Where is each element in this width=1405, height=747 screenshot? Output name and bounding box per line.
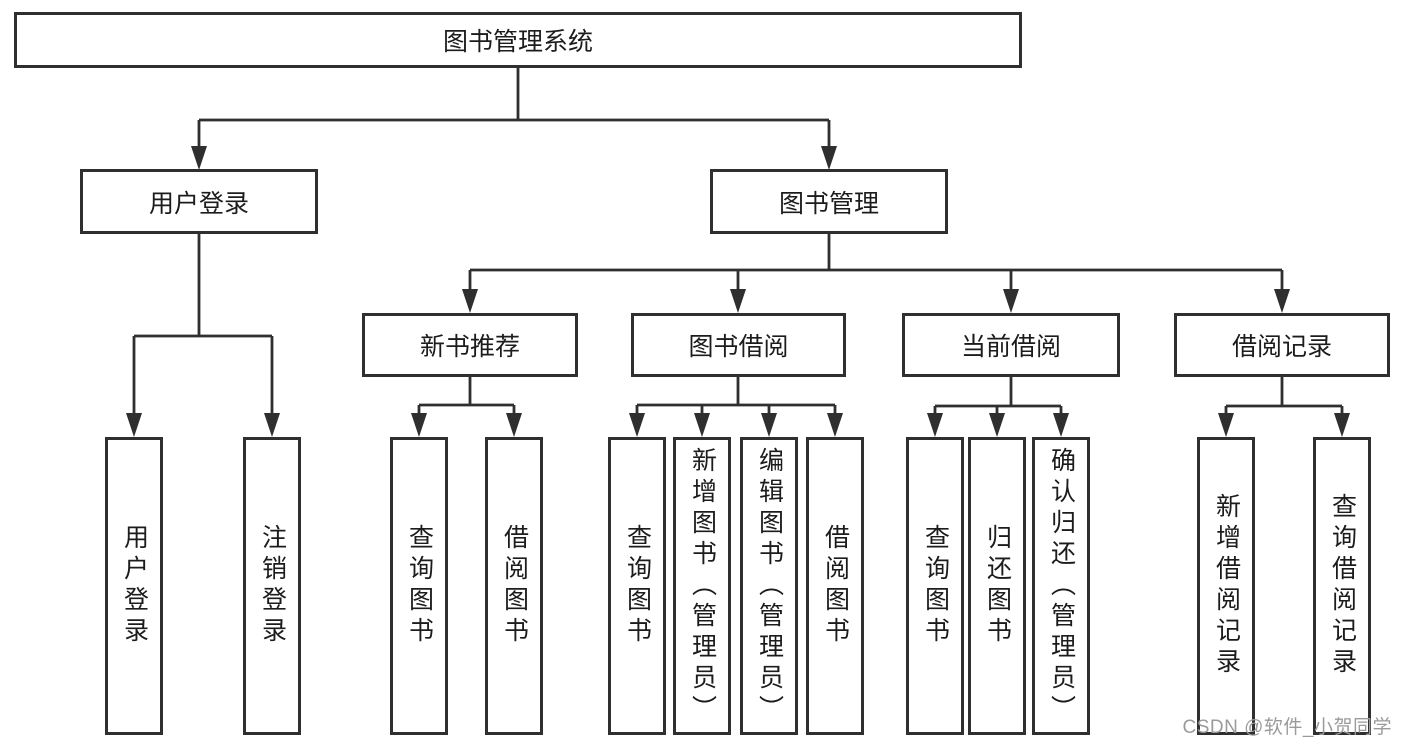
leaf-label: 用户登录 <box>120 524 149 648</box>
leaf-query-borrow-record: 查询借阅记录 <box>1313 437 1371 735</box>
arrowhead-icon <box>694 413 710 437</box>
node-book-management: 图书管理 <box>710 169 948 234</box>
leaf-query-books: 查询图书 <box>906 437 964 735</box>
leaf-label: 注销登录 <box>258 524 287 648</box>
leaf-user-login: 用户登录 <box>105 437 163 735</box>
leaf-label: 查询图书 <box>921 524 950 648</box>
node-root: 图书管理系统 <box>14 12 1022 68</box>
leaf-borrow-books: 借阅图书 <box>485 437 543 735</box>
arrowhead-icon <box>730 289 746 313</box>
arrowhead-icon <box>126 413 142 437</box>
arrowhead-icon <box>1274 289 1290 313</box>
tree-edges <box>132 68 1344 416</box>
arrowhead-icon <box>1053 413 1069 437</box>
leaf-query-books: 查询图书 <box>390 437 448 735</box>
arrowhead-icon <box>827 413 843 437</box>
node-new-book-recommend-label: 新书推荐 <box>419 333 520 361</box>
leaf-label: 归还图书 <box>983 524 1012 648</box>
leaf-label: 编辑图书（管理员） <box>755 446 784 726</box>
leaf-confirm-return-admin: 确认归还（管理员） <box>1032 437 1090 735</box>
arrowhead-icon <box>506 413 522 437</box>
leaf-borrow-books: 借阅图书 <box>806 437 864 735</box>
arrowhead-icon <box>191 146 207 170</box>
node-user-login: 用户登录 <box>80 169 318 234</box>
arrowhead-icon <box>1003 289 1019 313</box>
leaf-query-books: 查询图书 <box>608 437 666 735</box>
arrowhead-icon <box>264 413 280 437</box>
leaf-label: 借阅图书 <box>821 524 850 648</box>
leaf-label: 新增借阅记录 <box>1212 493 1241 679</box>
leaf-logout: 注销登录 <box>243 437 301 735</box>
leaf-label: 查询借阅记录 <box>1328 493 1357 679</box>
leaf-label: 查询图书 <box>405 524 434 648</box>
node-book-management-label: 图书管理 <box>778 189 879 218</box>
watermark: CSDN @软件_小贺同学 <box>1182 717 1392 738</box>
node-new-book-recommend: 新书推荐 <box>362 313 578 377</box>
node-user-login-label: 用户登录 <box>148 189 249 218</box>
arrowhead-icon <box>1334 413 1350 437</box>
node-book-borrow-label: 图书借阅 <box>688 333 789 361</box>
node-current-borrow-label: 当前借阅 <box>960 333 1061 361</box>
leaf-label: 确认归还（管理员） <box>1047 446 1076 726</box>
arrowhead-icon <box>989 413 1005 437</box>
arrowhead-icon <box>761 413 777 437</box>
node-root-label: 图书管理系统 <box>442 28 593 56</box>
leaf-label: 借阅图书 <box>500 524 529 648</box>
arrowhead-icon <box>1218 413 1234 437</box>
arrowhead-icon <box>821 146 837 170</box>
leaf-return-books: 归还图书 <box>968 437 1026 735</box>
leaf-label: 查询图书 <box>623 524 652 648</box>
leaf-label: 新增图书（管理员） <box>688 446 717 726</box>
arrowhead-icon <box>462 289 478 313</box>
leaf-edit-book-admin: 编辑图书（管理员） <box>740 437 798 735</box>
leaf-add-book-admin: 新增图书（管理员） <box>673 437 731 735</box>
node-book-borrow: 图书借阅 <box>631 313 846 377</box>
node-borrow-records-label: 借阅记录 <box>1231 333 1332 361</box>
leaf-add-borrow-record: 新增借阅记录 <box>1197 437 1255 735</box>
node-borrow-records: 借阅记录 <box>1174 313 1390 377</box>
arrowhead-icon <box>629 413 645 437</box>
arrowhead-icon <box>927 413 943 437</box>
node-current-borrow: 当前借阅 <box>902 313 1120 377</box>
arrowhead-icon <box>411 413 427 437</box>
